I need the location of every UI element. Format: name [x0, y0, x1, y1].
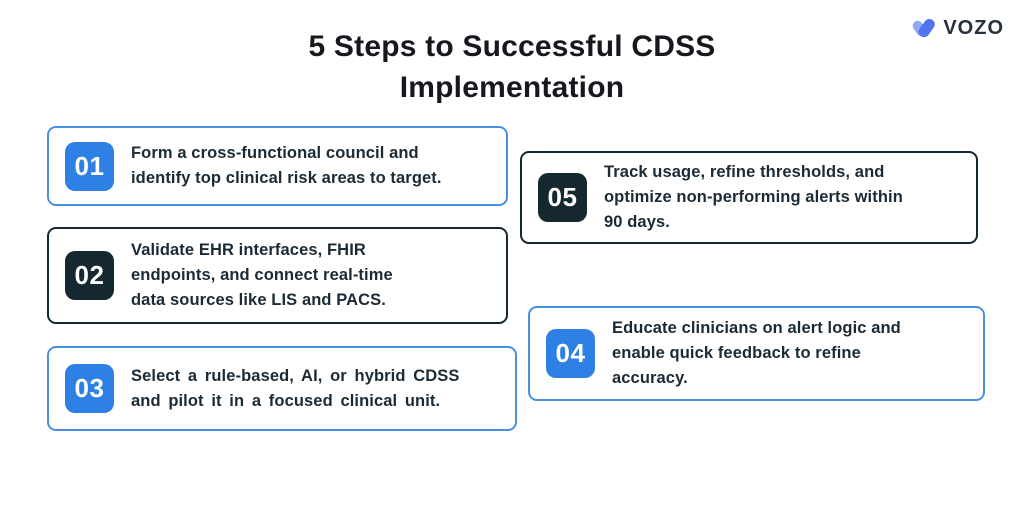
vozo-logo: VOZO [909, 16, 1004, 41]
step-card-01: 01 Form a cross-functional council and i… [47, 126, 508, 206]
page-title-line2: Implementation [399, 71, 625, 104]
step-card-04: 04 Educate clinicians on alert logic and… [528, 306, 985, 401]
step-card-02: 02 Validate EHR interfaces, FHIR endpoin… [47, 227, 508, 324]
page-title-line1: 5 Steps to Successful CDSS [308, 30, 716, 63]
step-number-badge-04: 04 [546, 329, 595, 378]
step-card-03: 03 Select a rule-based, AI, or hybrid CD… [47, 346, 517, 431]
step-text-04: Educate clinicians on alert logic and en… [612, 319, 901, 387]
heart-icon [912, 18, 936, 38]
step-number-badge-01: 01 [65, 141, 114, 191]
step-text-02: Validate EHR interfaces, FHIR endpoints,… [131, 241, 393, 309]
page-title: 5 Steps to Successful CDSS Implementatio… [0, 26, 1024, 108]
logo-wordmark: VOZO [943, 17, 1004, 39]
step-card-05: 05 Track usage, refine thresholds, and o… [520, 151, 978, 244]
step-text-05: Track usage, refine thresholds, and opti… [604, 163, 903, 231]
step-number-badge-05: 05 [538, 173, 587, 222]
step-text-03: Select a rule-based, AI, or hybrid CDSS … [131, 366, 460, 410]
step-number-badge-03: 03 [65, 364, 114, 413]
step-text-01: Form a cross-functional council and iden… [131, 144, 442, 187]
step-number-badge-02: 02 [65, 251, 114, 300]
